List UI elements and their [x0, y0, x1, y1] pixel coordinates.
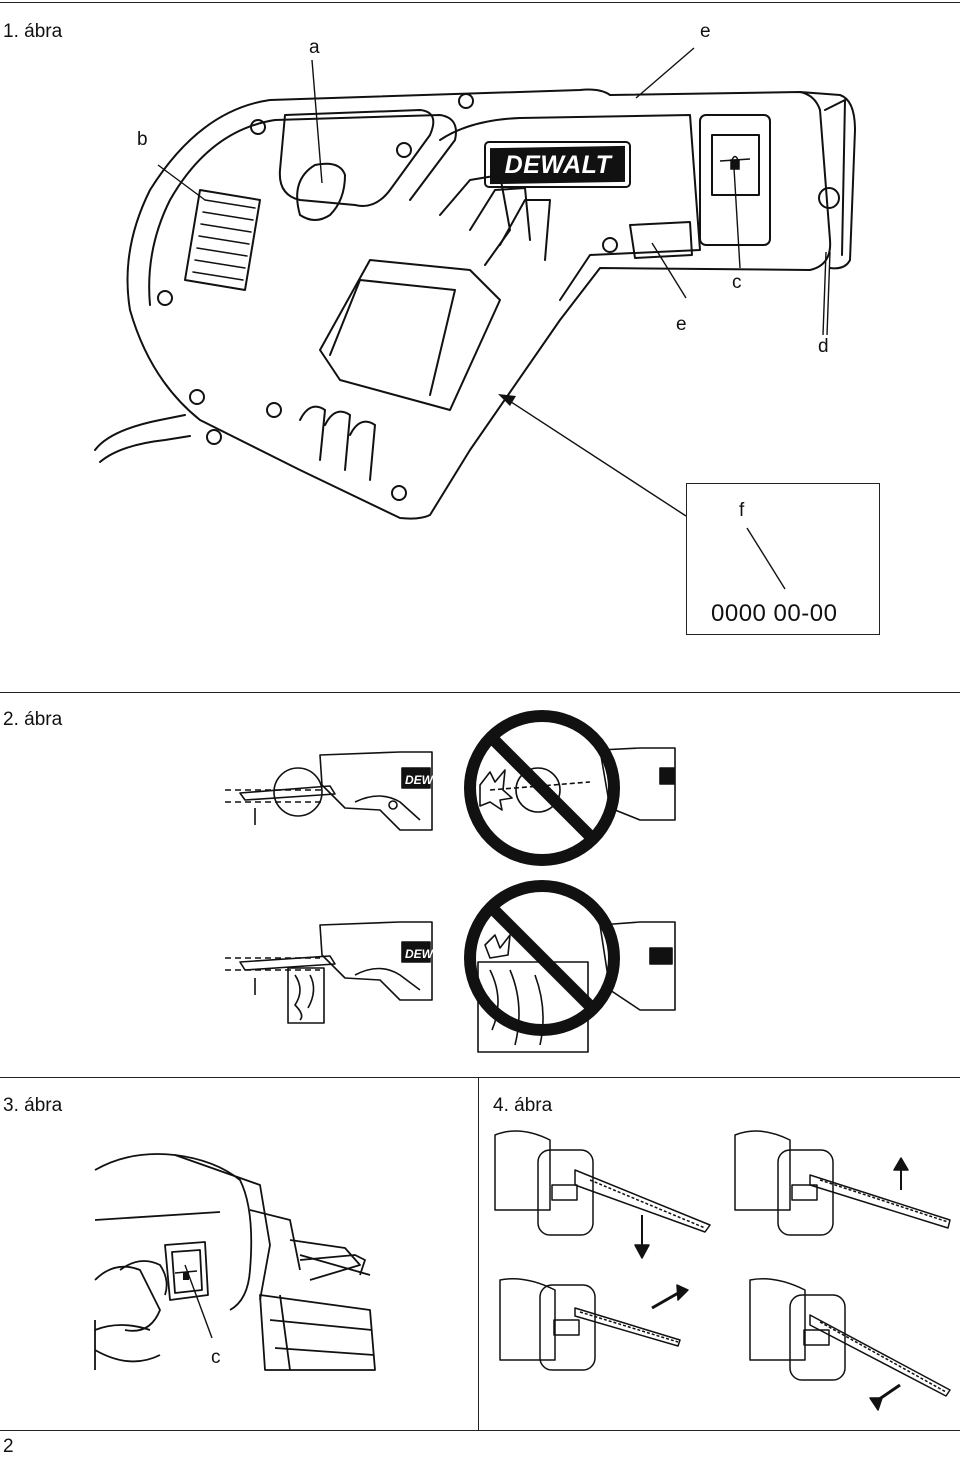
dewalt-logo-small-2: DEW — [405, 947, 433, 961]
lock-switch-illustration — [94, 1153, 376, 1371]
top-rule — [0, 2, 960, 3]
callout-b: b — [137, 129, 148, 150]
figure-3-title: 3. ábra — [3, 1095, 63, 1116]
section-divider-1 — [0, 692, 960, 693]
callout-c: c — [732, 272, 742, 293]
callout-e-bottom: e — [676, 314, 687, 335]
kickback-warning-illustration — [225, 710, 676, 1053]
date-code: 0000 00-00 — [711, 600, 838, 627]
page-number: 2 — [3, 1436, 14, 1457]
figure-4-title: 4. ábra — [493, 1095, 553, 1116]
blade-orientation-illustrations — [494, 1130, 951, 1411]
date-code-box: f 0000 00-00 — [686, 483, 880, 635]
section-divider-2 — [0, 1077, 960, 1078]
section-divider-vertical — [478, 1077, 479, 1430]
dewalt-logo-small-1: DEW — [405, 773, 433, 787]
figure-2-title: 2. ábra — [3, 709, 63, 730]
callout-f: f — [739, 500, 745, 521]
figure-1-title: 1. ábra — [3, 21, 63, 42]
callout-a: a — [309, 37, 320, 58]
footer-rule — [0, 1430, 960, 1431]
dewalt-logo-text: DEWALT — [504, 151, 612, 179]
callout-d: d — [818, 336, 829, 357]
callout-c-fig3: c — [211, 1347, 221, 1368]
reciprocating-saw-illustration — [94, 47, 856, 590]
callout-e-top: e — [700, 21, 711, 42]
